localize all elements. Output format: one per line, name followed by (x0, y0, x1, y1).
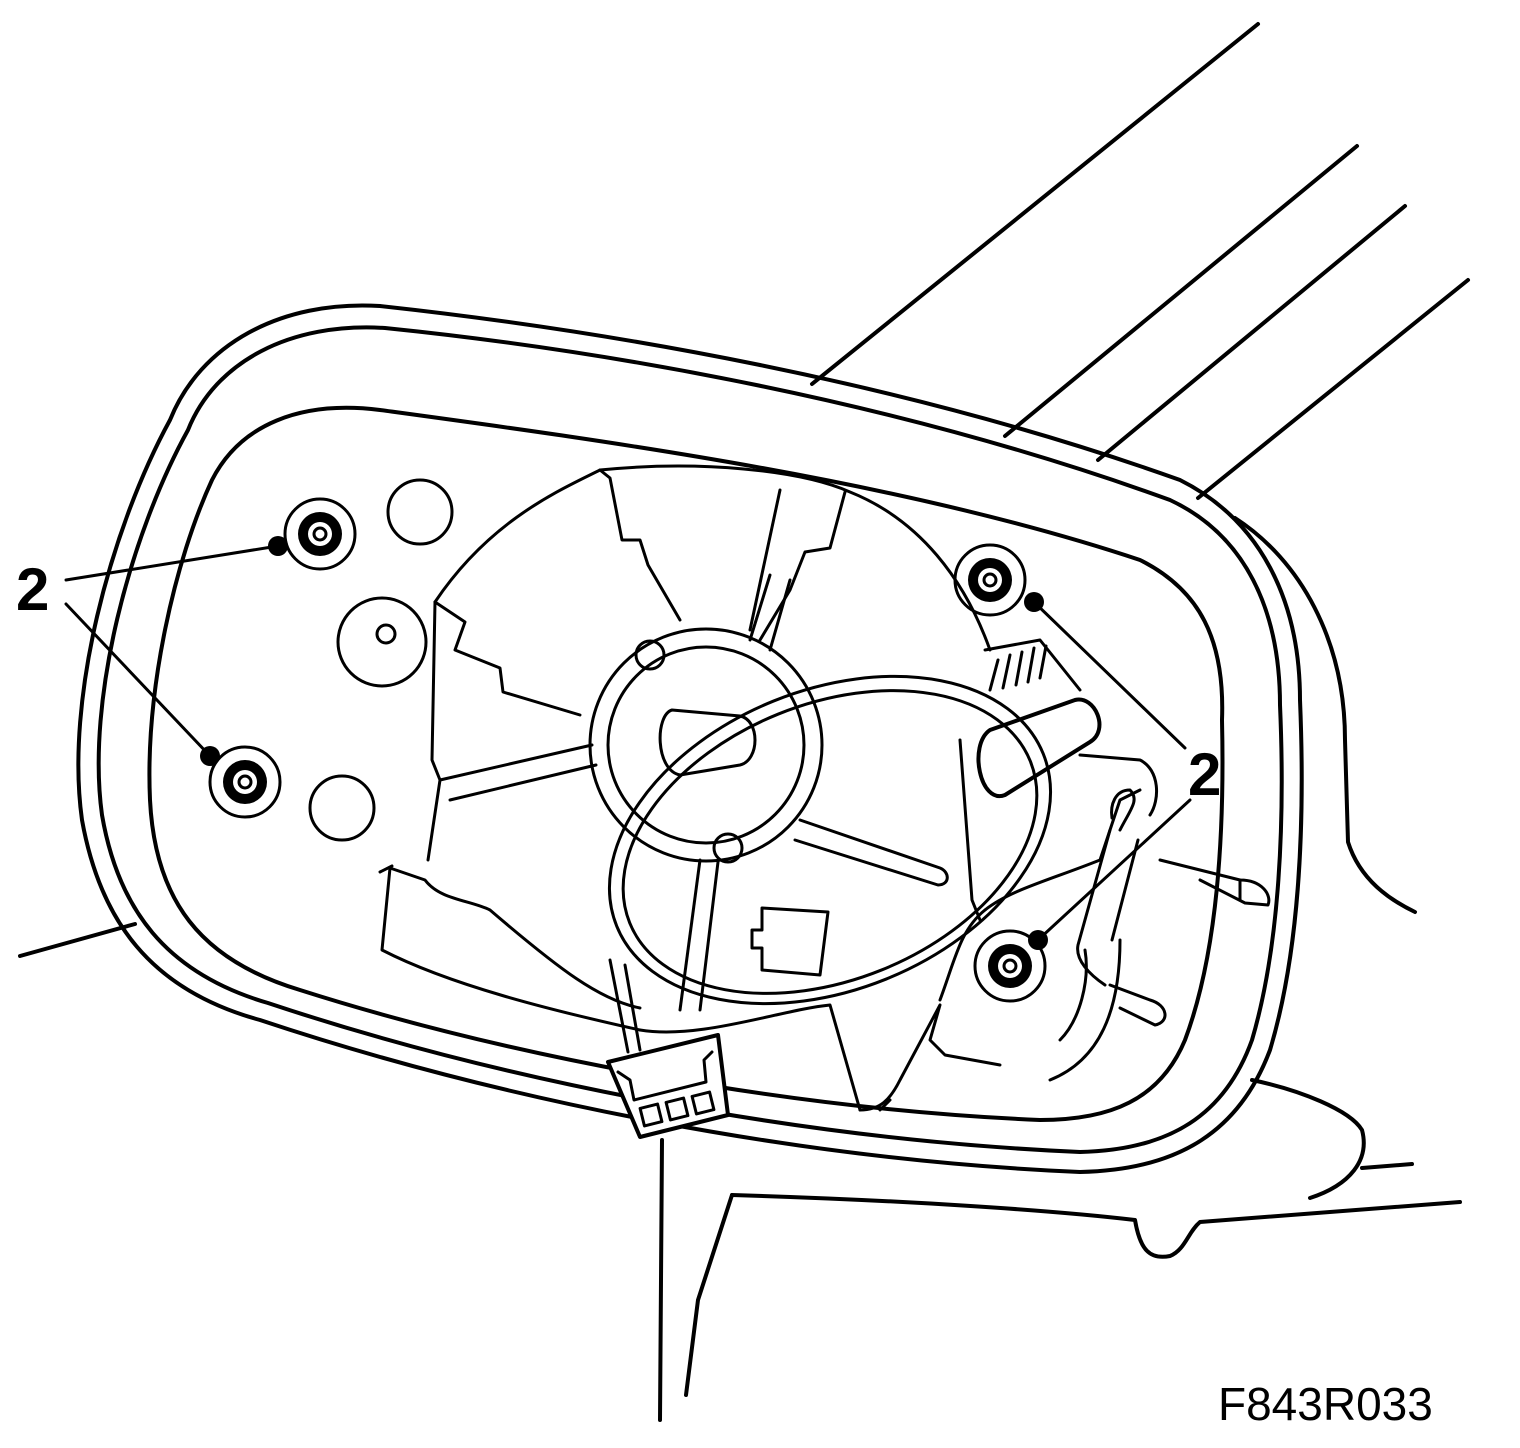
callout-leaders-left (64, 536, 288, 766)
electrical-connector (606, 1033, 730, 1139)
mounting-bosses (308, 478, 454, 842)
mirror-mount (658, 1078, 1462, 1422)
mirror-housing (76, 303, 1304, 1174)
actuator-backplate (378, 464, 1002, 1112)
screw-upper-left (283, 497, 357, 571)
callout-label-right: 2 (1188, 741, 1221, 808)
housing-edge-left (18, 922, 137, 958)
callout-label-left: 2 (16, 556, 49, 623)
screw-lower-right (973, 929, 1047, 1003)
wiring-harness (607, 674, 1053, 1054)
callout-leaders-right (1024, 592, 1192, 950)
mirror-arm-lines (810, 22, 1470, 914)
screw-lower-left (208, 745, 282, 819)
screw-upper-right (953, 543, 1027, 617)
figure-id: F843R033 (1218, 1378, 1433, 1430)
